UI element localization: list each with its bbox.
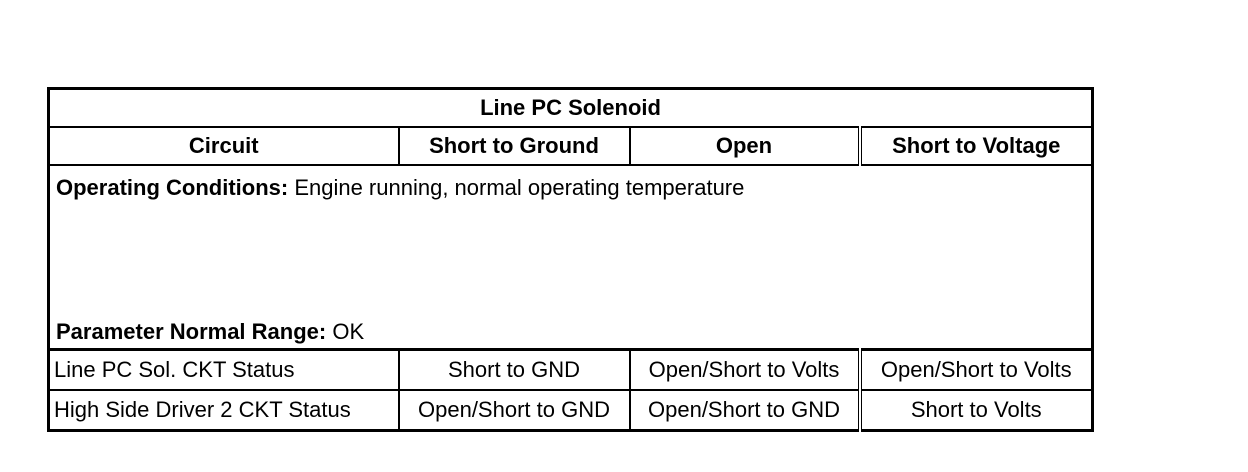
operating-conditions: Operating Conditions: Engine running, no…: [56, 176, 744, 200]
diagnostic-table-container: Line PC Solenoid Circuit Short to Ground…: [46, 87, 1095, 432]
conditions-cell: Operating Conditions: Engine running, no…: [46, 164, 1095, 351]
row-1-short-to-voltage: Open/Short to Volts: [857, 348, 1095, 391]
header-short-to-ground: Short to Ground: [397, 126, 631, 166]
row-1-open: Open/Short to Volts: [628, 348, 861, 391]
conditions-row: Operating Conditions: Engine running, no…: [46, 164, 1095, 351]
normal-range: Parameter Normal Range: OK: [56, 320, 364, 344]
header-row: Circuit Short to Ground Open Short to Vo…: [47, 126, 1095, 166]
normal-range-label: Parameter Normal Range:: [56, 319, 327, 344]
header-circuit: Circuit: [47, 126, 400, 166]
row-2-circuit: High Side Driver 2 CKT Status: [47, 389, 400, 432]
normal-range-value: OK: [326, 319, 365, 344]
row-1-circuit: Line PC Sol. CKT Status: [47, 348, 400, 391]
table-row: Line PC Sol. CKT Status Short to GND Ope…: [47, 348, 1095, 391]
table-row: High Side Driver 2 CKT Status Open/Short…: [47, 389, 1095, 432]
operating-conditions-label: Operating Conditions:: [56, 175, 289, 200]
row-2-open: Open/Short to GND: [628, 389, 861, 432]
row-2-short-to-ground: Open/Short to GND: [397, 389, 631, 432]
header-open: Open: [628, 126, 861, 166]
row-1-short-to-ground: Short to GND: [397, 348, 631, 391]
diagnostic-table: Line PC Solenoid Circuit Short to Ground…: [46, 87, 1095, 432]
row-2-short-to-voltage: Short to Volts: [857, 389, 1095, 432]
header-short-to-voltage: Short to Voltage: [857, 126, 1095, 166]
title-row: Line PC Solenoid: [46, 87, 1095, 128]
operating-conditions-value: Engine running, normal operating tempera…: [288, 175, 745, 200]
table-title: Line PC Solenoid: [46, 87, 1095, 128]
